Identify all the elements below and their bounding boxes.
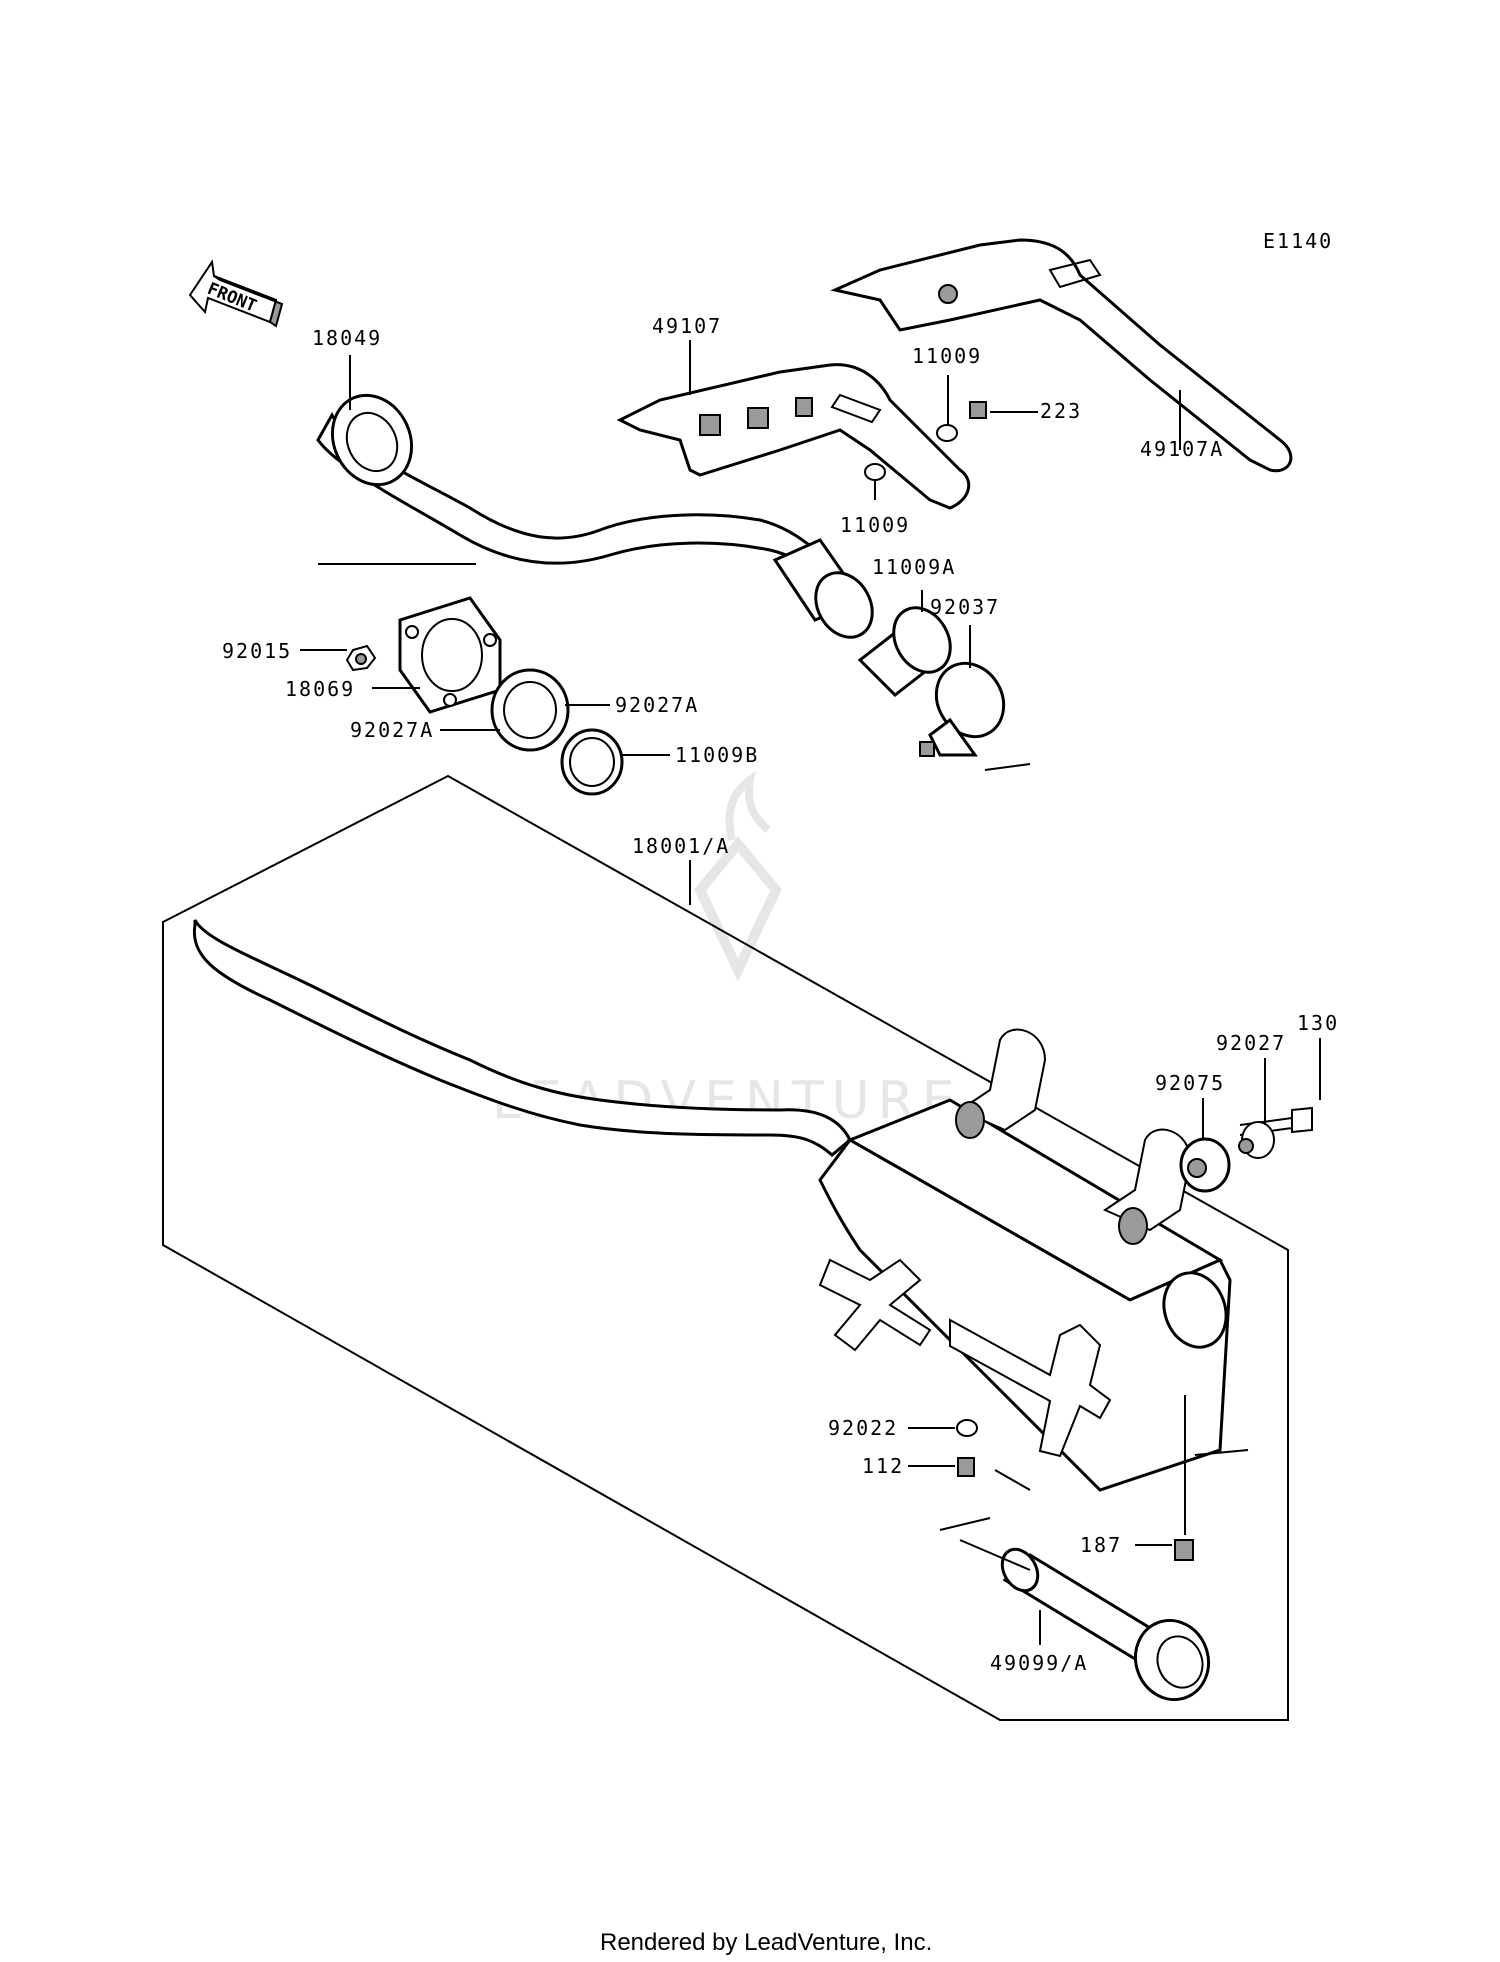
part-label-187: 187	[1080, 1533, 1122, 1557]
washer-11009-top	[936, 424, 958, 442]
part-label-11009-top: 11009	[912, 344, 982, 368]
part-label-92075: 92075	[1155, 1071, 1225, 1095]
part-label-11009B: 11009B	[675, 743, 759, 767]
footer-credit: Rendered by LeadVenture, Inc.	[600, 1929, 932, 1956]
exhaust-flange-18069	[398, 596, 502, 714]
bolt-187	[1174, 1539, 1194, 1561]
part-label-92015: 92015	[222, 639, 292, 663]
nut-92015	[345, 644, 377, 672]
part-label-49107A: 49107A	[1140, 437, 1224, 461]
heat-shield-rear	[830, 238, 1293, 473]
washer-92027	[1238, 1121, 1275, 1159]
assembly-outline	[162, 774, 1289, 1721]
part-label-49107: 49107	[652, 314, 722, 338]
spark-arrestor-49099A	[1000, 1547, 1210, 1702]
heat-shield-front	[616, 363, 971, 510]
part-label-130: 130	[1297, 1011, 1339, 1035]
part-label-11009A: 11009A	[872, 555, 956, 579]
gasket-11009B	[560, 728, 624, 796]
part-label-11009-bottom: 11009	[840, 513, 910, 537]
part-label-92027A-right: 92027A	[615, 693, 699, 717]
diagram-code: E1140	[1263, 229, 1333, 253]
collar-92027A	[490, 668, 570, 752]
washer-11009-bottom	[864, 463, 886, 481]
part-label-92027A-left: 92027A	[350, 718, 434, 742]
part-label-49099A: 49099/A	[990, 1651, 1088, 1675]
muffler-18001A	[192, 919, 1232, 1492]
header-pipe	[316, 393, 874, 639]
clamp-92037	[919, 661, 1006, 757]
leader-lines	[300, 340, 1321, 1645]
leadventure-watermark: LEADVENTURE	[492, 770, 955, 1131]
part-label-18001A: 18001/A	[632, 834, 730, 858]
bolt-112	[957, 1457, 975, 1477]
part-label-92022: 92022	[828, 1416, 898, 1440]
part-label-223: 223	[1040, 399, 1082, 423]
part-label-92037: 92037	[930, 595, 1000, 619]
gasket-11009A	[857, 606, 952, 697]
part-label-112: 112	[862, 1454, 904, 1478]
part-label-18069: 18069	[285, 677, 355, 701]
front-arrow-icon: FRONT	[188, 259, 284, 328]
bolt-223	[969, 401, 987, 419]
nut-92022	[956, 1419, 978, 1437]
grommet-92075	[1179, 1137, 1231, 1193]
part-label-92027: 92027	[1216, 1031, 1286, 1055]
part-label-18049: 18049	[312, 326, 382, 350]
